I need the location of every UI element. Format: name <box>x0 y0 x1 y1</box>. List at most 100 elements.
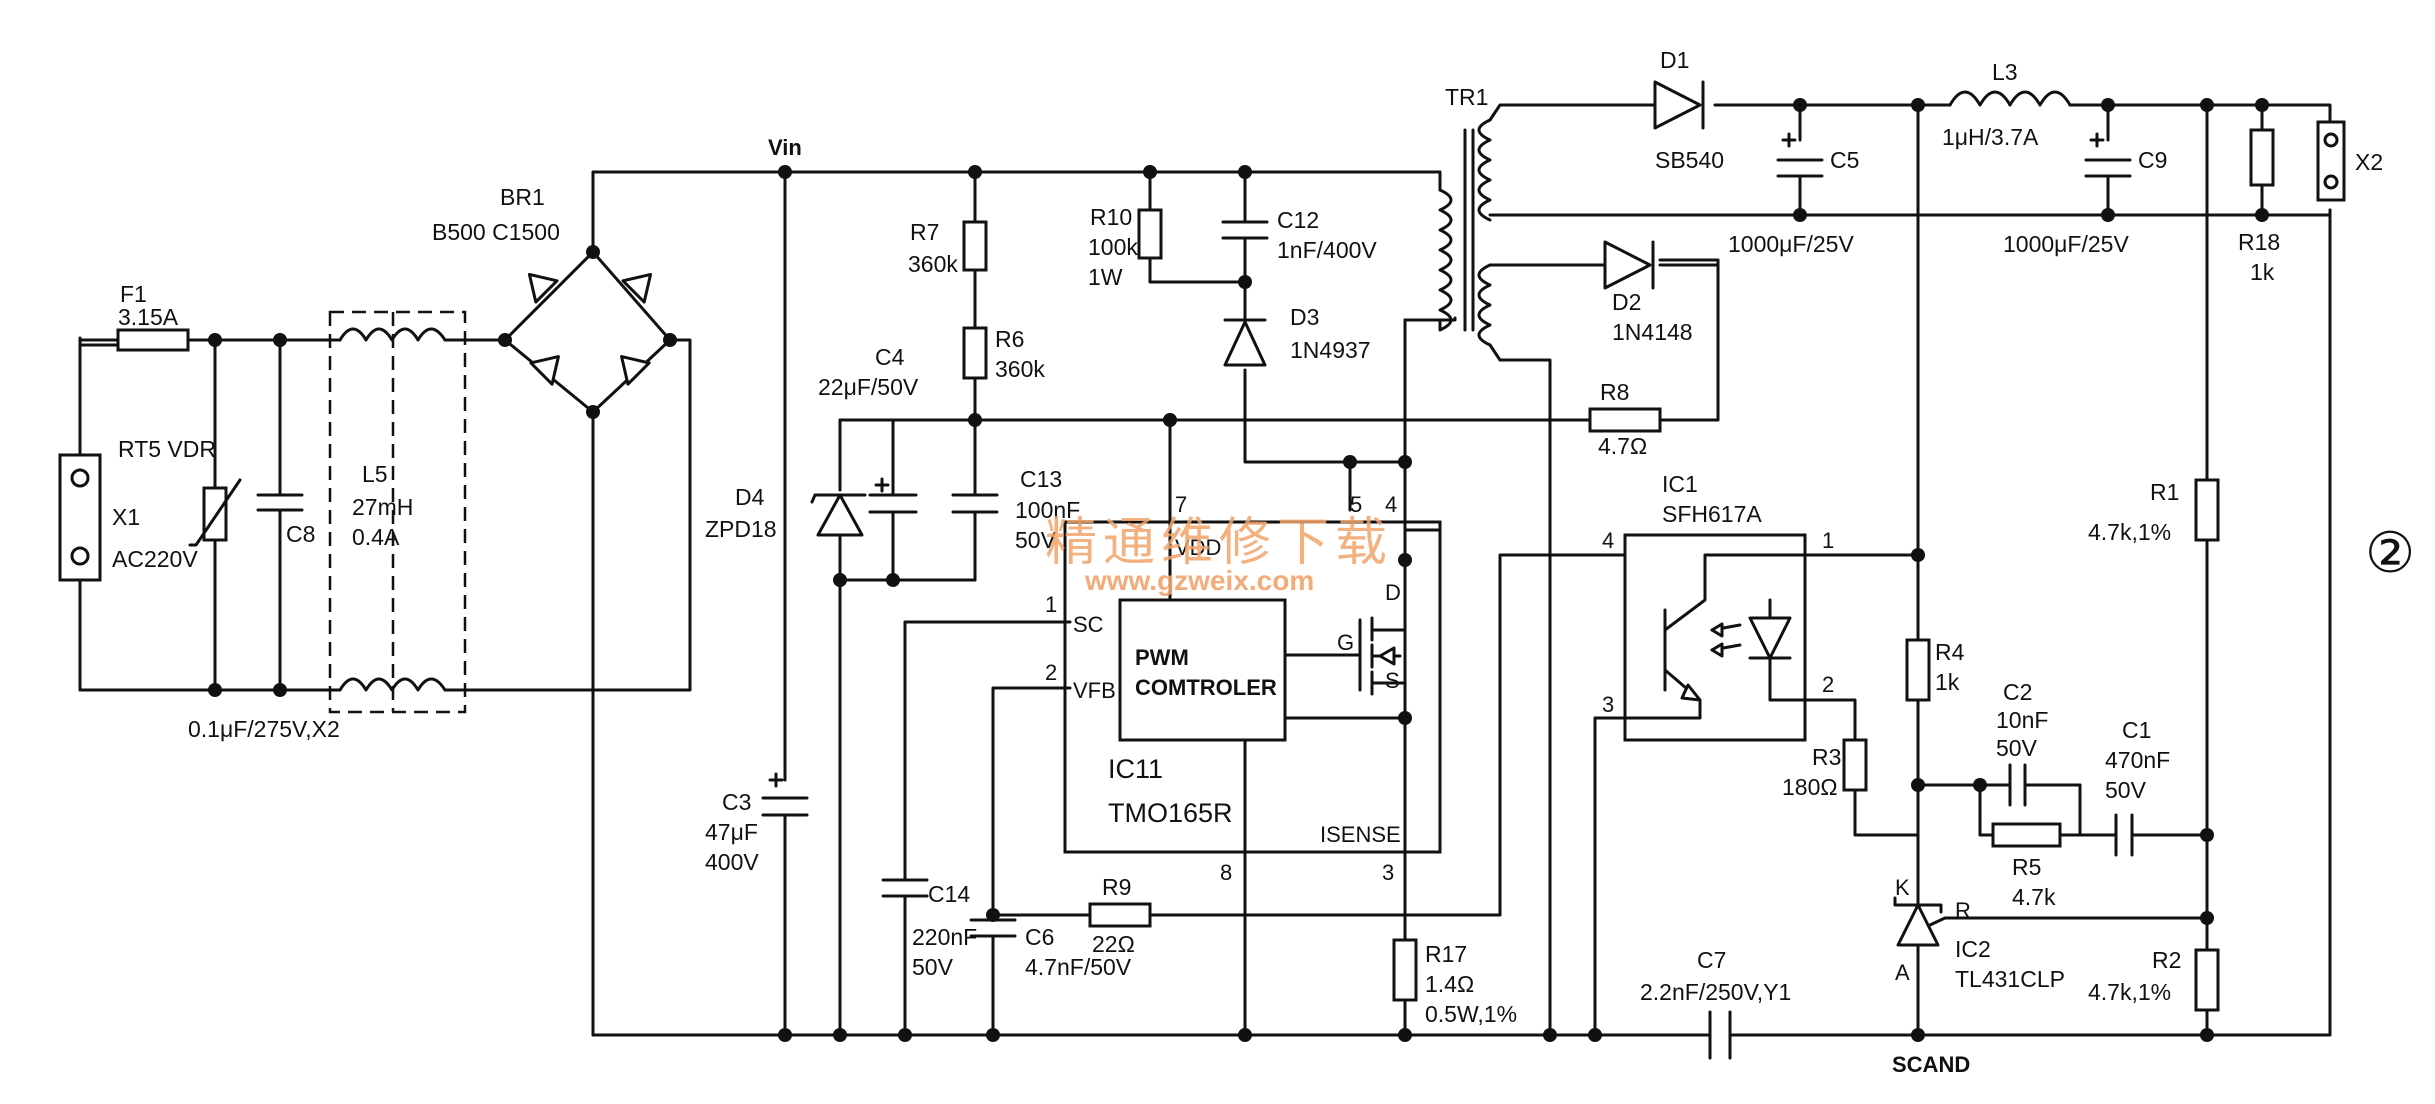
r1-resistor <box>2194 478 2220 542</box>
ic11-pwm-controller <box>1063 520 1442 854</box>
r5-value: 4.7k <box>2012 884 2056 910</box>
c2-value2: 50V <box>1996 735 2038 761</box>
d3-value: 1N4937 <box>1290 337 1371 363</box>
scand-net-label: SCAND <box>1892 1052 1970 1077</box>
c2-capacitor <box>1978 763 2082 807</box>
c4-capacitor <box>868 477 918 514</box>
r10-value1: 100k <box>1088 234 1138 260</box>
ic1-ref: IC1 <box>1662 471 1698 497</box>
l5-value2: 0.4A <box>352 524 400 550</box>
r3-value: 180Ω <box>1782 774 1838 800</box>
d1-value: SB540 <box>1655 147 1724 173</box>
c3-value2: 400V <box>705 849 759 875</box>
r8-resistor <box>1588 407 1662 433</box>
r17-ref: R17 <box>1425 941 1467 967</box>
r7-ref: R7 <box>910 219 939 245</box>
r8-ref: R8 <box>1600 379 1629 405</box>
tr1-transformer <box>1403 118 1502 362</box>
ic11-ref: IC11 <box>1108 754 1163 784</box>
br1-ref: BR1 <box>500 184 545 210</box>
r9-resistor <box>1088 902 1152 928</box>
d2-value: 1N4148 <box>1612 319 1693 345</box>
figure-number: ② <box>2365 521 2415 586</box>
c6-value: 4.7nF/50V <box>1025 954 1132 980</box>
rt5-vdr <box>188 478 242 547</box>
ic11-block-line1: PWM <box>1135 645 1189 670</box>
c9-value: 1000μF/25V <box>2003 231 2129 257</box>
r5-resistor <box>1991 822 2062 848</box>
l5-choke <box>328 310 467 714</box>
d4-zener <box>810 493 867 537</box>
watermark: 精通维修下载 www.gzweix.com <box>1045 513 1387 596</box>
f1-value: 3.15A <box>118 304 179 330</box>
c6-ref: C6 <box>1025 924 1054 950</box>
c12-value: 1nF/400V <box>1277 237 1377 263</box>
r4-ref: R4 <box>1935 639 1965 665</box>
r10-resistor <box>1137 208 1163 260</box>
f1-ref: F1 <box>120 281 147 307</box>
ic11-pin5: 5 <box>1350 492 1362 517</box>
ic1-value: SFH617A <box>1662 501 1762 527</box>
ic2-value: TL431CLP <box>1955 966 2065 992</box>
c14-value1: 220nF <box>912 924 977 950</box>
c7-value: 2.2nF/250V,Y1 <box>1640 979 1791 1005</box>
d3-ref: D3 <box>1290 304 1319 330</box>
ic11-pin-vdd: VDD <box>1175 535 1221 560</box>
ic11-pin-s: S <box>1385 668 1400 693</box>
c8-value: 0.1μF/275V,X2 <box>188 716 340 742</box>
ic1-optocoupler <box>1623 533 1807 742</box>
d4-value: ZPD18 <box>705 516 777 542</box>
c13-ref: C13 <box>1020 466 1062 492</box>
r6-resistor <box>962 326 988 380</box>
r4-resistor <box>1905 638 1931 702</box>
ic11-pin3: 3 <box>1382 860 1394 885</box>
c1-value2: 50V <box>2105 777 2147 803</box>
x2-connector <box>2316 120 2346 202</box>
c3-capacitor <box>761 772 809 817</box>
ic1-pin3: 3 <box>1602 692 1614 717</box>
r9-value: 22Ω <box>1092 931 1135 957</box>
f1-fuse <box>116 328 190 352</box>
ic2-pin-a: A <box>1895 960 1910 985</box>
x2-ref: X2 <box>2355 149 2383 175</box>
ic11-pin-isense: ISENSE <box>1320 822 1401 847</box>
c6-capacitor <box>969 918 1017 938</box>
c14-value2: 50V <box>912 954 954 980</box>
c4-value: 22μF/50V <box>818 374 919 400</box>
d2-ref: D2 <box>1612 289 1641 315</box>
c12-capacitor <box>1221 220 1269 240</box>
c5-capacitor <box>1776 132 1824 178</box>
l3-value: 1μH/3.7A <box>1942 124 2039 150</box>
r3-ref: R3 <box>1812 744 1841 770</box>
c1-capacitor <box>2114 813 2134 857</box>
r17-value1: 1.4Ω <box>1425 971 1474 997</box>
watermark-url: www.gzweix.com <box>1084 565 1314 596</box>
ic11-pin-vfb: VFB <box>1073 678 1116 703</box>
c1-value1: 470nF <box>2105 747 2170 773</box>
ic11-pin8: 8 <box>1220 860 1232 885</box>
ic2-shunt-regulator <box>1893 896 1947 947</box>
ic11-block-line2: COMTROLER <box>1135 675 1277 700</box>
l5-value1: 27mH <box>352 494 413 520</box>
r10-value2: 1W <box>1088 264 1123 290</box>
c7-ref: C7 <box>1697 947 1726 973</box>
r6-value: 360k <box>995 356 1045 382</box>
ic11-pin-sc: SC <box>1073 612 1104 637</box>
r1-value: 4.7k,1% <box>2088 519 2171 545</box>
c7-capacitor <box>1708 1010 1732 1060</box>
c13-value1: 100nF <box>1015 497 1080 523</box>
r8-value: 4.7Ω <box>1598 433 1647 459</box>
c12-ref: C12 <box>1277 207 1319 233</box>
x1-value: AC220V <box>112 546 198 572</box>
r17-resistor <box>1392 938 1418 1002</box>
r7-value: 360k <box>908 251 958 277</box>
d2-diode <box>1603 240 1655 290</box>
c14-ref: C14 <box>928 881 970 907</box>
ic11-pin2: 2 <box>1045 660 1057 685</box>
ic2-pin-k: K <box>1895 875 1910 900</box>
ic1-pin2: 2 <box>1822 672 1834 697</box>
r1-ref: R1 <box>2150 479 2179 505</box>
ic1-pin1: 1 <box>1822 528 1834 553</box>
c9-capacitor <box>2084 132 2132 178</box>
d3-diode <box>1223 318 1267 367</box>
